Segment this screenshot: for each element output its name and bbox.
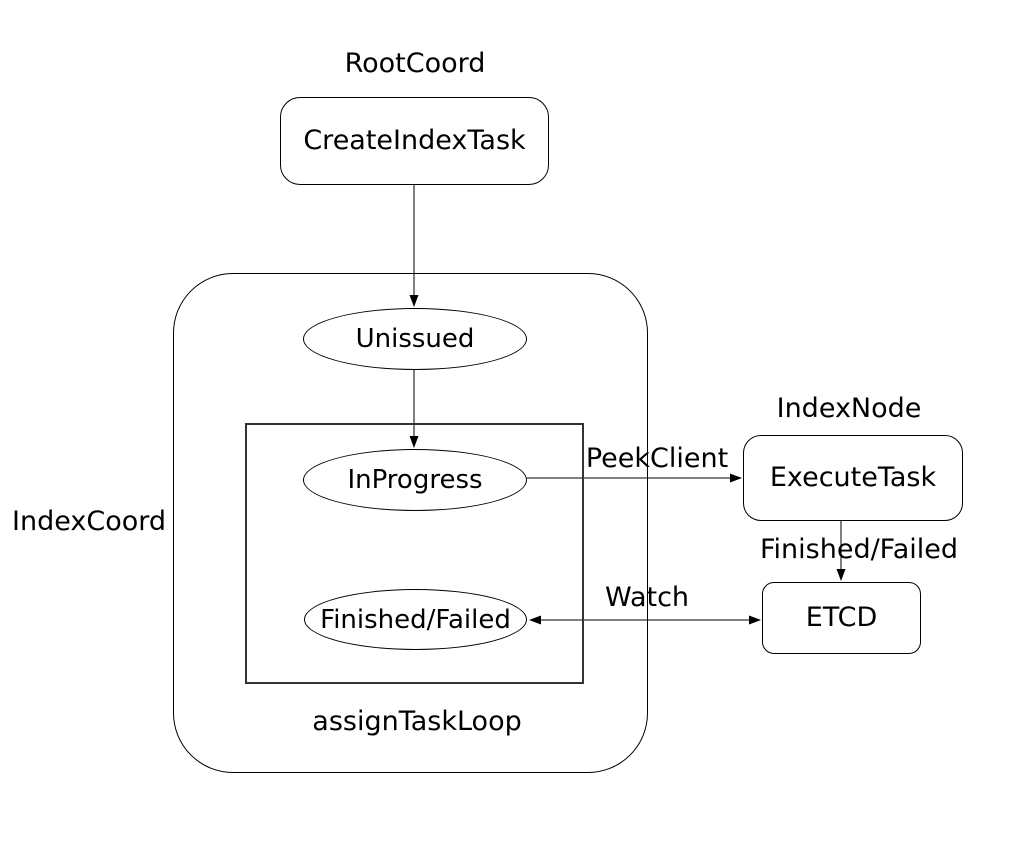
peekclient-edge-label: PeekClient — [585, 443, 729, 474]
assigntaskloop-label: assignTaskLoop — [312, 706, 522, 737]
node-etcd: ETCD — [762, 582, 921, 654]
node-execute-task: ExecuteTask — [743, 435, 963, 521]
state-finished-failed: Finished/Failed — [304, 589, 527, 650]
indexcoord-container — [173, 273, 648, 773]
state-unissued: Unissued — [303, 308, 527, 370]
state-in-progress: InProgress — [303, 449, 527, 511]
finishedfailed-edge-label: Finished/Failed — [759, 534, 959, 565]
watch-edge-label: Watch — [604, 582, 690, 613]
indexcoord-label: IndexCoord — [12, 506, 166, 537]
rootcoord-label: RootCoord — [344, 48, 486, 79]
node-create-index-task: CreateIndexTask — [280, 97, 549, 185]
assigntaskloop-container — [245, 423, 584, 684]
indexnode-label: IndexNode — [776, 393, 922, 424]
